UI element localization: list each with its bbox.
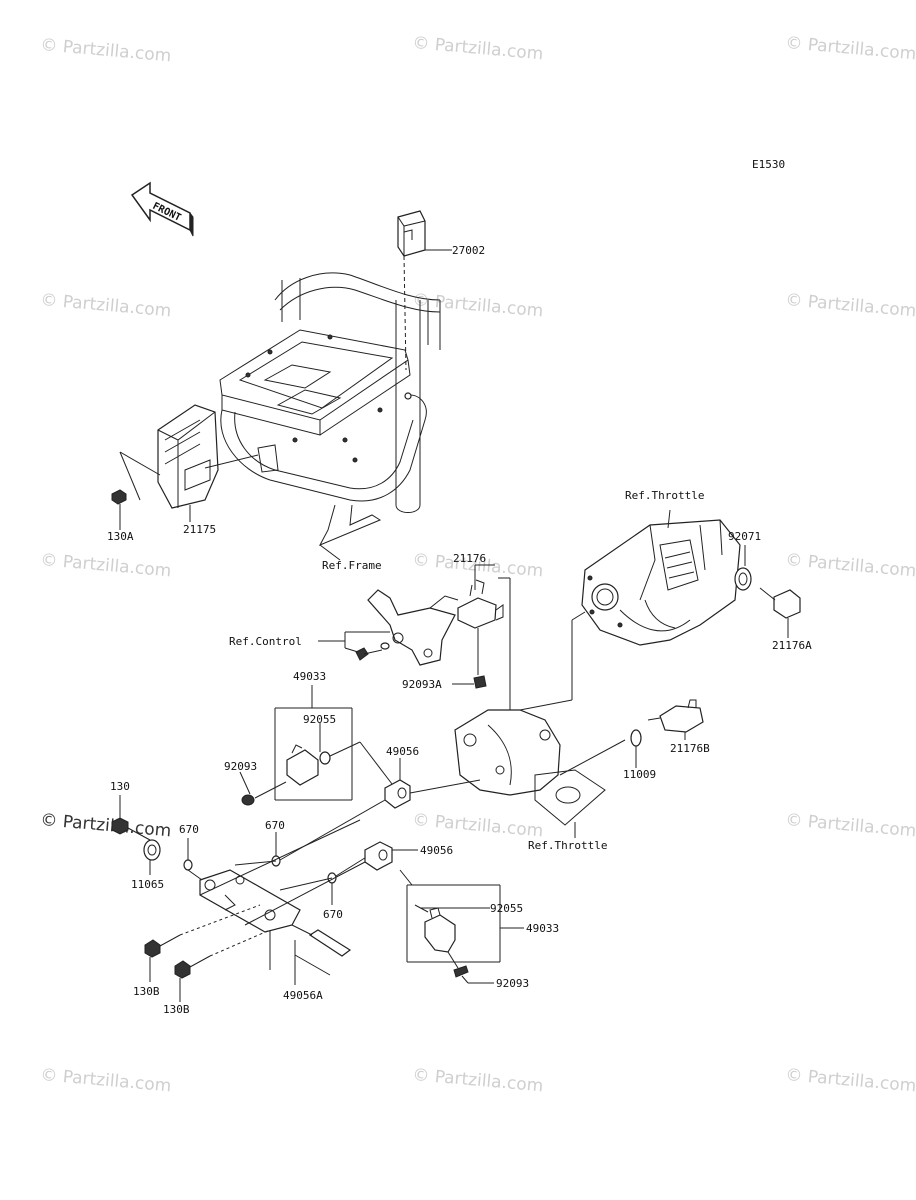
diagram-code: E1530 [752, 158, 785, 171]
watermark: © Partzilla.com [40, 550, 172, 581]
connector-49056-mid [364, 841, 418, 886]
watermark: © Partzilla.com [412, 810, 544, 841]
injector-top [286, 723, 361, 786]
sensor-21176B [559, 699, 704, 776]
bolt-control [355, 642, 390, 661]
seal-92093-top [239, 771, 287, 806]
callout-49033-bot [406, 884, 524, 963]
label-49056-top: 49056 [386, 745, 419, 758]
sensor-21176A [759, 587, 801, 638]
watermark: © Partzilla.com [40, 1065, 172, 1096]
label-92055-bot: 92055 [490, 902, 523, 915]
label-130B-a: 130B [133, 985, 160, 998]
relay-27002 [397, 210, 452, 371]
watermark: © Partzilla.com [785, 1065, 916, 1096]
label-670-b: 670 [265, 819, 285, 832]
watermark: © Partzilla.com [412, 1065, 544, 1096]
watermark: © Partzilla.com [40, 35, 172, 66]
label-27002: 27002 [452, 244, 485, 257]
oring-670-a [183, 838, 193, 871]
label-92093A: 92093A [402, 678, 442, 691]
throttle-body [581, 509, 741, 646]
label-11065: 11065 [131, 878, 164, 891]
ref-control: Ref.Control [229, 635, 302, 648]
frame-assembly [219, 272, 441, 561]
callout-49033-top [274, 685, 353, 801]
ref-throttle-top: Ref.Throttle [625, 489, 704, 502]
bolt-130 [111, 795, 151, 841]
label-130: 130 [110, 780, 130, 793]
grommet-92071 [734, 545, 752, 591]
label-21176A: 21176A [772, 639, 812, 652]
label-21176: 21176 [453, 552, 486, 565]
label-670-c: 670 [323, 908, 343, 921]
label-11009: 11009 [623, 768, 656, 781]
fuel-rail-49056A [187, 860, 352, 985]
ref-frame: Ref.Frame [322, 559, 382, 572]
control-bracket [367, 589, 459, 666]
watermark: © Partzilla.com [40, 290, 172, 321]
watermark: © Partzilla.com [785, 33, 916, 64]
bolt-130B-b [174, 929, 271, 1002]
label-49056A: 49056A [283, 989, 323, 1002]
watermark: © Partzilla.com [785, 550, 916, 581]
bolt-130B-a [144, 904, 261, 982]
injector-bottom [414, 904, 490, 969]
label-92093-bot: 92093 [496, 977, 529, 990]
label-49033-top: 49033 [293, 670, 326, 683]
label-130B-b: 130B [163, 1003, 190, 1016]
watermark: © Partzilla.com [785, 290, 916, 321]
label-21175: 21175 [183, 523, 216, 536]
cap-92093A [452, 675, 487, 689]
sensor-21176 [457, 564, 504, 675]
bolt-130A [111, 489, 127, 530]
ecu-21175 [119, 404, 259, 522]
front-arrow-icon: FRONT [130, 181, 194, 237]
intake-manifold [454, 577, 606, 838]
watermark: © Partzilla.com [785, 810, 916, 841]
label-92071: 92071 [728, 530, 761, 543]
watermark: © Partzilla.com [40, 810, 172, 841]
watermark: © Partzilla.com [412, 290, 544, 321]
label-92055-top: 92055 [303, 713, 336, 726]
label-21176B: 21176B [670, 742, 710, 755]
grommet-11065 [143, 839, 161, 875]
label-130A: 130A [107, 530, 134, 543]
label-49033-bot: 49033 [526, 922, 559, 935]
oring-11009 [630, 729, 642, 768]
seal-92093-bot [453, 965, 494, 984]
label-92093-top: 92093 [224, 760, 257, 773]
label-49056-mid: 49056 [420, 844, 453, 857]
ref-throttle-bottom: Ref.Throttle [528, 839, 607, 852]
label-670-a: 670 [179, 823, 199, 836]
watermark: © Partzilla.com [412, 33, 544, 64]
